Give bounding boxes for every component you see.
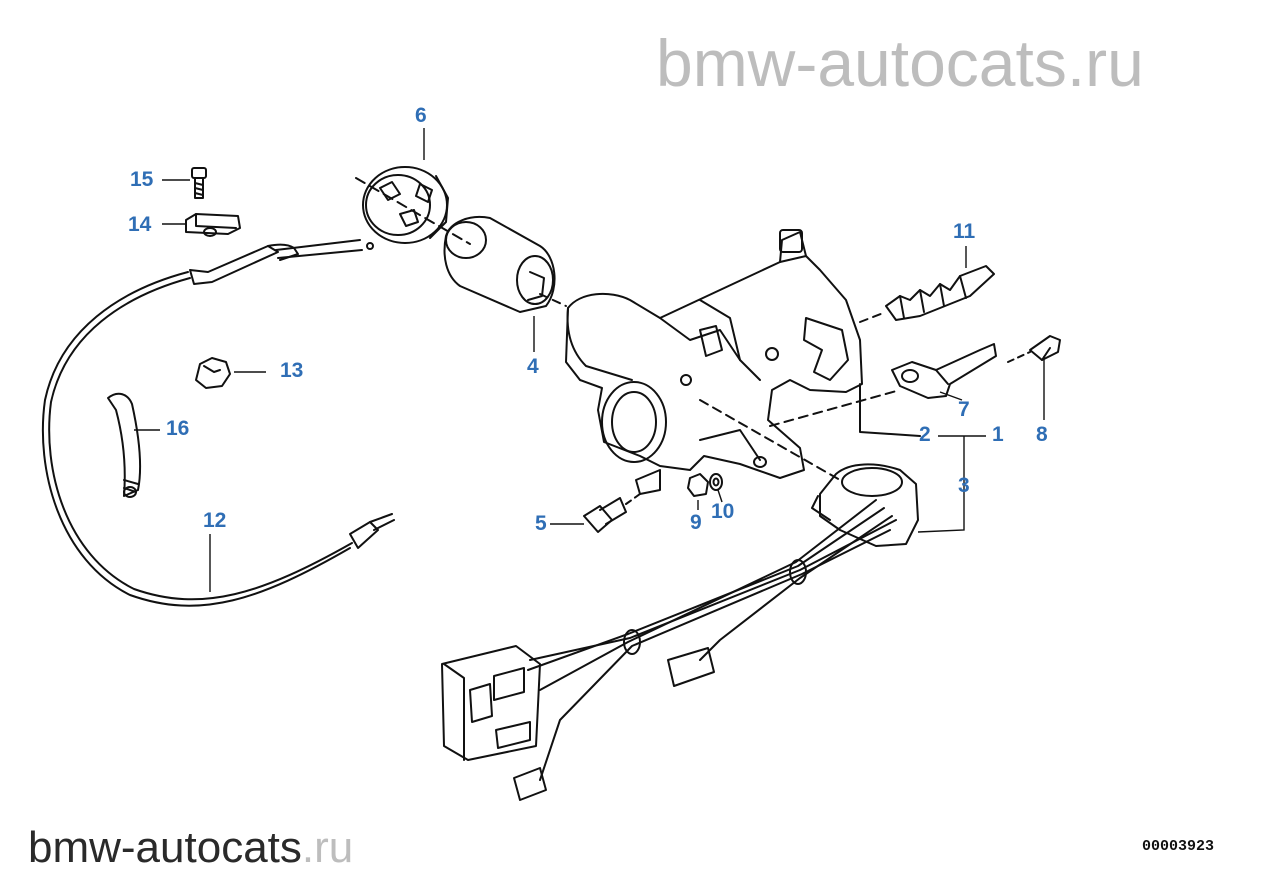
callout-3: 3 [958,474,970,497]
part-12-cable [41,239,395,607]
part-14-clamp [185,213,241,237]
part-4-switch-body [443,216,567,313]
diagram-id: 00003923 [1142,838,1215,855]
watermark-bottom-main: bmw-autocats [28,823,302,872]
part-11-lock-pin [859,265,995,323]
watermark-bottom: bmw-autocats.ru [28,826,353,870]
watermark-top: bmw-autocats.ru [656,26,1144,100]
callout-8: 8 [1036,423,1048,446]
callout-5: 5 [535,512,547,535]
leader-lines [134,128,1045,592]
callout-6: 6 [415,104,427,127]
watermark-bottom-suffix: .ru [301,823,354,872]
callout-14: 14 [128,213,152,236]
part-7-lever [891,343,997,399]
callout-10: 10 [711,500,735,523]
part-10-washer [709,473,723,491]
callout-12: 12 [203,509,227,532]
part-9-nut [687,473,709,497]
callout-1: 1 [992,423,1004,446]
part-16-guide [107,392,141,498]
callout-4: 4 [527,355,539,378]
part-15-bolt [191,167,207,199]
part-6-contact-plate [355,166,471,245]
part-8-screw [1007,335,1061,363]
callout-13: 13 [280,359,304,382]
part-1-lock-housing [565,229,921,495]
callout-7: 7 [958,398,970,421]
part-3-wiring-harness [441,463,919,801]
callout-11: 11 [953,220,976,243]
part-5-screw [583,493,641,533]
callout-9: 9 [690,511,702,534]
callout-2: 2 [919,423,931,446]
callout-16: 16 [166,417,190,440]
callout-15: 15 [130,168,154,191]
part-13-clip [195,357,231,389]
